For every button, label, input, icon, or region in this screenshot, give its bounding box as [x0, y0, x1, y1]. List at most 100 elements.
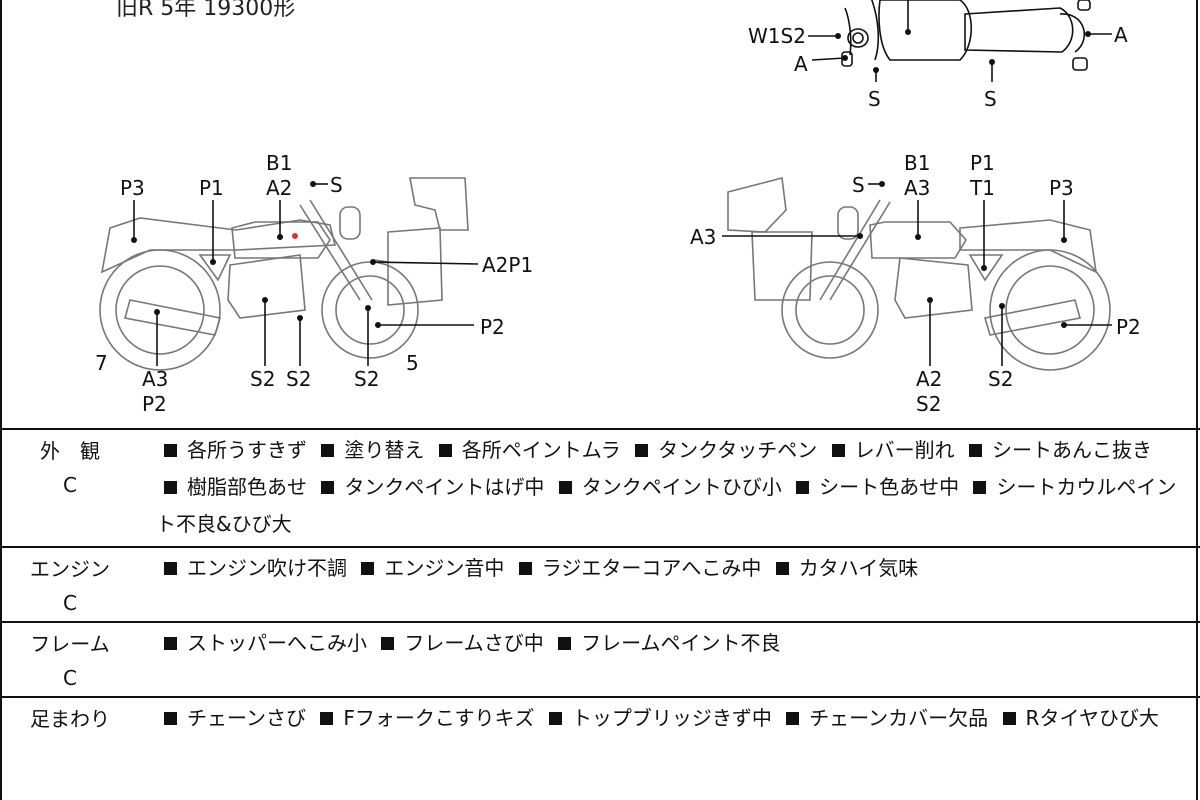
bullet-square-icon — [969, 444, 982, 457]
bullet-square-icon — [775, 562, 789, 575]
category-grade: C — [63, 666, 77, 690]
condition-item: 各所ペイントムラ — [461, 438, 621, 462]
bullet-square-icon — [831, 444, 845, 457]
table-row-frame: フレーム C ストッパーへこみ小 フレームさび中 フレームペイント不良 — [0, 621, 1200, 696]
bullet-square-icon — [558, 637, 572, 650]
right-label-a3-top: A3 — [904, 176, 930, 200]
condition-item: ストッパーへこみ小 — [187, 631, 367, 655]
row-category: 外 観 C — [0, 430, 140, 502]
left-label-5: 5 — [406, 351, 419, 375]
condition-item: フレームペイント不良 — [581, 631, 781, 655]
category-grade: C — [63, 473, 77, 497]
left-label-b1: B1 — [266, 151, 292, 175]
row-items: 各所うすきず 塗り替え 各所ペイントムラ タンクタッチペン レバー削れ シートあ… — [156, 430, 1186, 543]
bullet-square-icon — [518, 562, 532, 575]
condition-item: フレームさび中 — [404, 631, 544, 655]
category-grade — [0, 736, 140, 770]
bullet-square-icon — [164, 562, 177, 575]
condition-item: Fフォークこすりキズ — [343, 706, 535, 730]
condition-item: 塗り替え — [344, 438, 425, 462]
header-note: 旧R 5年 19300形 — [116, 0, 296, 21]
bullet-square-icon — [796, 481, 810, 494]
condition-item: タンクタッチペン — [658, 438, 818, 462]
left-label-s2a: S2 — [250, 367, 275, 391]
bullet-square-icon — [321, 444, 335, 457]
condition-item: シートカウルペイント不良&ひび大 — [156, 475, 1177, 536]
right-label-a3-left: A3 — [690, 225, 716, 249]
left-label-p2: P2 — [480, 315, 505, 339]
left-label-s: S — [330, 173, 343, 197]
bullet-square-icon — [321, 481, 335, 494]
bullet-square-icon — [548, 712, 562, 725]
bullet-square-icon — [1002, 712, 1016, 725]
condition-item: シートあんこ抜き — [992, 438, 1152, 462]
row-items: ストッパーへこみ小 フレームさび中 フレームペイント不良 — [156, 623, 1186, 662]
bullet-square-icon — [320, 712, 334, 725]
top-view-motorcycle — [808, 0, 1112, 82]
top-label-a-left: A — [794, 52, 808, 76]
left-label-s2b: S2 — [286, 367, 311, 391]
right-label-p2: P2 — [1116, 315, 1141, 339]
bullet-square-icon — [438, 444, 452, 457]
condition-item: チェーンカバー欠品 — [809, 706, 989, 730]
bullet-square-icon — [361, 562, 375, 575]
left-label-7: 7 — [95, 351, 108, 375]
condition-item: カタハイ気味 — [798, 556, 919, 580]
bullet-square-icon — [164, 444, 177, 457]
row-category: エンジン C — [0, 548, 140, 620]
right-label-t1: T1 — [969, 176, 995, 200]
right-label-s2a: S2 — [916, 392, 941, 416]
top-label-s-rear: S — [984, 87, 997, 111]
category-label: 足まわり — [30, 707, 110, 731]
bullet-square-icon — [786, 712, 800, 725]
table-row-exterior: 外 観 C 各所うすきず 塗り替え 各所ペイントムラ タンクタッチペン レバー削… — [0, 428, 1200, 546]
condition-table: 外 観 C 各所うすきず 塗り替え 各所ペイントムラ タンクタッチペン レバー削… — [0, 428, 1200, 771]
left-label-p1: P1 — [199, 176, 224, 200]
right-label-p3: P3 — [1049, 176, 1074, 200]
category-grade: C — [63, 591, 77, 615]
condition-item: エンジン音中 — [384, 556, 505, 580]
right-label-a2: A2 — [916, 367, 942, 391]
condition-item: 樹脂部色あせ — [187, 475, 307, 499]
motorcycle-diagram: W1S2 A A S S — [95, 0, 1141, 416]
left-label-a2: A2 — [266, 176, 292, 200]
right-label-s: S — [852, 173, 865, 197]
condition-item: Rタイヤひび大 — [1025, 706, 1159, 730]
left-label-s2c: S2 — [354, 367, 379, 391]
condition-item: ラジエターコアへこみ中 — [541, 556, 762, 580]
category-label: フレーム — [30, 632, 110, 656]
left-side-motorcycle — [99, 177, 479, 371]
top-label-s-front: S — [868, 87, 881, 111]
bullet-square-icon — [164, 637, 177, 650]
bullet-square-icon — [164, 481, 177, 494]
left-label-p2b: P2 — [142, 392, 167, 416]
condition-item: タンクペイントはげ中 — [344, 475, 545, 499]
category-label: エンジン — [30, 557, 110, 581]
bullet-square-icon — [558, 481, 572, 494]
condition-item: エンジン吹け不調 — [187, 556, 347, 580]
top-label-a-right: A — [1114, 23, 1128, 47]
condition-item: タンクペイントひび小 — [581, 475, 782, 499]
right-label-p1: P1 — [970, 151, 995, 175]
bullet-square-icon — [381, 637, 395, 650]
bullet-square-icon — [973, 481, 987, 494]
category-label: 外 観 — [40, 439, 100, 463]
condition-item: 各所うすきず — [187, 438, 307, 462]
top-label-w1s2: W1S2 — [748, 24, 806, 48]
right-side-motorcycle — [722, 176, 1112, 371]
row-category: 足まわり — [0, 698, 140, 770]
condition-item: シート色あせ中 — [819, 475, 960, 499]
left-label-p3: P3 — [120, 176, 145, 200]
right-label-s2b: S2 — [988, 367, 1013, 391]
bullet-square-icon — [164, 712, 177, 725]
right-label-b1: B1 — [904, 151, 930, 175]
left-label-a3: A3 — [142, 367, 168, 391]
row-items: チェーンさび Fフォークこすりキズ トップブリッジきず中 チェーンカバー欠品 R… — [156, 698, 1186, 737]
condition-item: トップブリッジきず中 — [571, 706, 772, 730]
condition-item: レバー削れ — [854, 438, 955, 462]
condition-item: チェーンさび — [187, 706, 306, 730]
bullet-square-icon — [635, 444, 649, 457]
row-items: エンジン吹け不調 エンジン音中 ラジエターコアへこみ中 カタハイ気味 — [156, 548, 1186, 587]
table-row-suspension: 足まわり チェーンさび Fフォークこすりキズ トップブリッジきず中 チェーンカバ… — [0, 696, 1200, 771]
